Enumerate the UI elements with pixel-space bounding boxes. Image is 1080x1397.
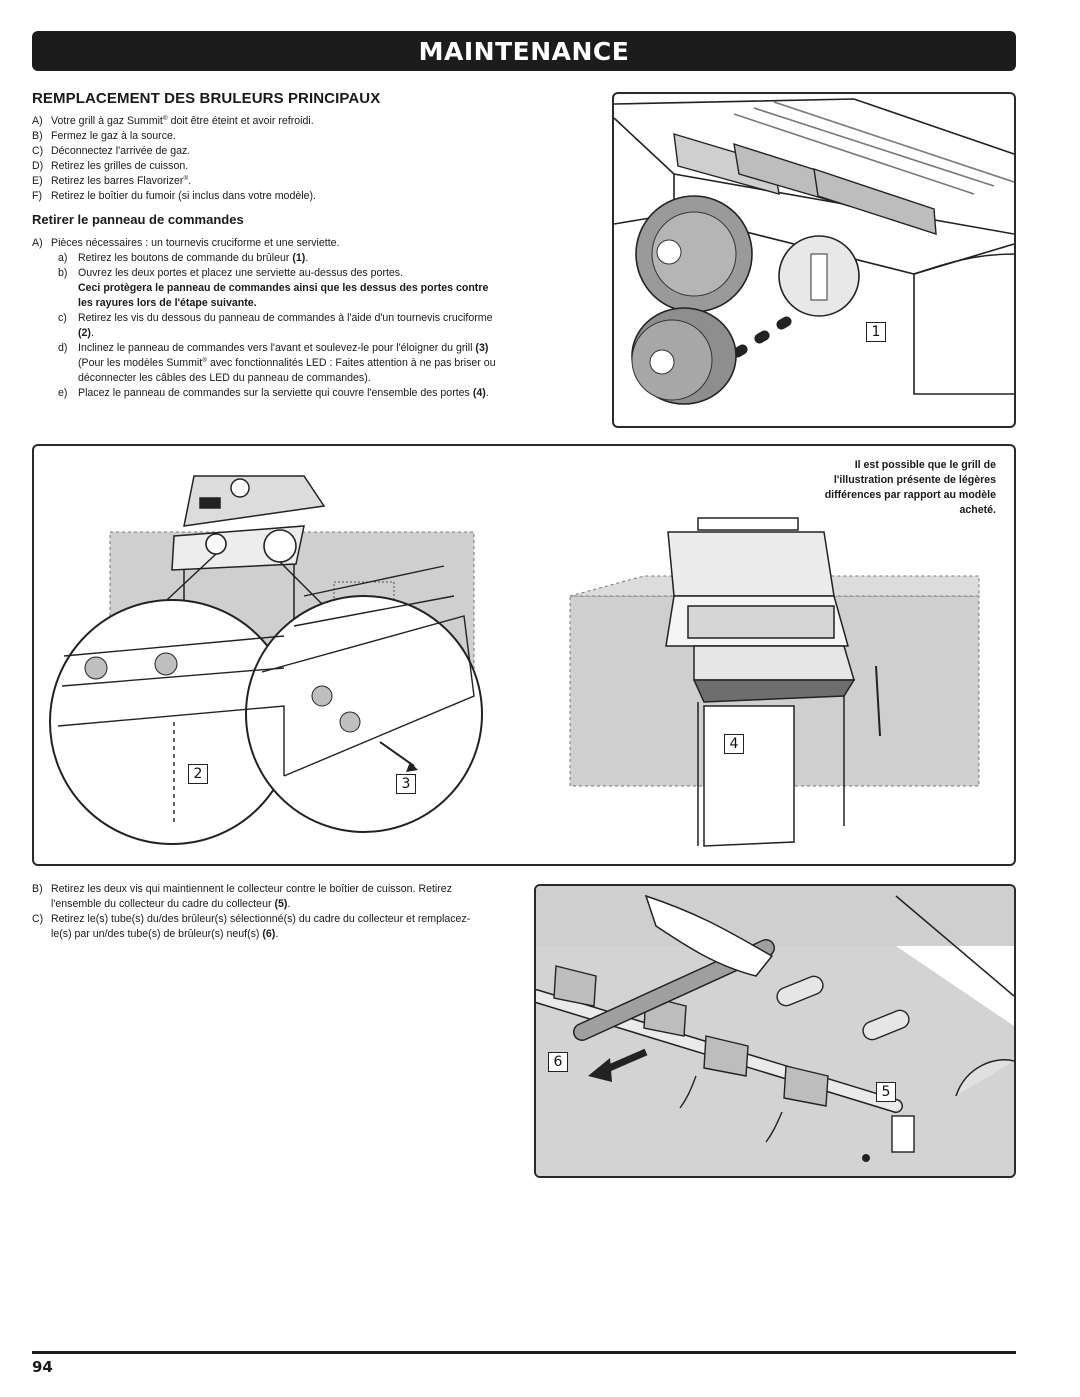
list-item: E)Retirez les barres Flavorizer®. <box>32 175 192 187</box>
list-item: d)Inclinez le panneau de commandes vers … <box>58 342 496 384</box>
list-item: F)Retirez le boîtier du fumoir (si inclu… <box>32 190 316 202</box>
burner-replacement-illustration: 6 5 <box>534 884 1016 1178</box>
list-item: e)Placez le panneau de commandes sur la … <box>58 387 489 399</box>
section-banner: MAINTENANCE <box>32 31 1016 71</box>
list-item: C)Déconnectez l'arrivée de gaz. <box>32 145 191 157</box>
page-number: 94 <box>32 1358 53 1376</box>
illustration-disclaimer: Il est possible que le grill de l'illust… <box>824 459 996 516</box>
callout-5: 5 <box>876 1082 896 1102</box>
prep-steps-list: A)Votre grill à gaz Summit® doit être ét… <box>32 114 572 204</box>
knob-removal-illustration: 1 <box>612 92 1016 428</box>
caution-note: Ceci protègera le panneau de commandes a… <box>78 282 489 309</box>
control-panel-removal-illustration: 2 3 4 Il est possible que le grill de l'… <box>32 444 1016 866</box>
list-item: b)Ouvrez les deux portes et placez une s… <box>58 267 404 279</box>
callout-1: 1 <box>866 322 886 342</box>
list-item: C)Retirez le(s) tube(s) du/des brûleur(s… <box>32 913 471 940</box>
panel-steps-list: A)Pièces nécessaires : un tournevis cruc… <box>32 236 504 401</box>
callout-3: 3 <box>396 774 416 794</box>
list-item: B)Fermez le gaz à la source. <box>32 130 176 142</box>
list-item: a)Retirez les boutons de commande du brû… <box>58 252 309 264</box>
list-item: c)Retirez les vis du dessous du panneau … <box>58 312 493 339</box>
list-item: D)Retirez les grilles de cuisson. <box>32 160 189 172</box>
banner-title: MAINTENANCE <box>418 36 630 66</box>
list-item: A)Pièces nécessaires : un tournevis cruc… <box>32 237 340 249</box>
subsection-title: Retirer le panneau de commandes <box>32 212 244 227</box>
section-title: REMPLACEMENT DES BRULEURS PRINCIPAUX <box>32 90 381 107</box>
list-item: B)Retirez les deux vis qui maintiennent … <box>32 883 452 910</box>
list-item: A)Votre grill à gaz Summit® doit être ét… <box>32 115 314 127</box>
footer-rule <box>32 1351 1016 1354</box>
burner-drawing <box>536 886 1014 1176</box>
knob-drawing <box>614 98 1014 405</box>
callout-2: 2 <box>188 764 208 784</box>
panel-drawing <box>49 475 980 847</box>
manifold-steps-list: B)Retirez les deux vis qui maintiennent … <box>32 882 490 942</box>
callout-6: 6 <box>548 1052 568 1072</box>
callout-4: 4 <box>724 734 744 754</box>
